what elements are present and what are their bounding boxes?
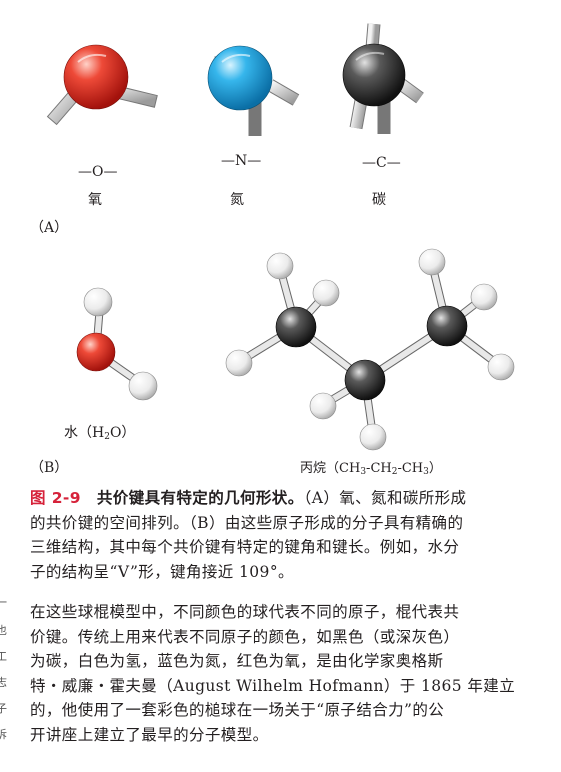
body-line: 在这些球棍模型中，不同颜色的球代表不同的原子，棍代表共 (30, 603, 460, 621)
water-formula-close: O） (109, 425, 136, 441)
propane-formula-part: -CH (366, 461, 392, 476)
nitrogen-name: 氮 (230, 192, 244, 208)
propane-formula-sub: 3 (423, 467, 429, 477)
propane-formula-part: -CH (397, 461, 424, 476)
margin-fragment: 子 (0, 702, 7, 715)
nitrogen-model (207, 45, 300, 136)
margin-fragment: 诉 (0, 728, 7, 741)
body-line: 为碳，白色为氢，蓝色为氮，红色为氧，是由化学家奥格斯 (30, 652, 444, 670)
margin-fragment: 一 (0, 596, 7, 609)
oxygen-model (46, 44, 158, 126)
nitrogen-bond-notation: —N— (221, 153, 262, 169)
carbon-model (342, 23, 424, 134)
caption-line: 三维结构，其中每个共价键有特定的键角和键长。例如，水分 (30, 538, 460, 556)
propane-label: 丙烷（CH3-CH2-CH3） (300, 460, 442, 481)
propane-formula-sub: 3 (360, 467, 367, 477)
body-paragraph: 在这些球棍模型中，不同颜色的球代表不同的原子，棍代表共 价键。传统上用来代表不同… (30, 600, 530, 747)
caption-line: 的共价键的空间排列。（B）由这些原子形成的分子具有精确的 (30, 513, 464, 532)
oxygen-name: 氧 (88, 192, 102, 208)
margin-fragment: 工 (0, 650, 7, 663)
propane-name: 丙烷 (300, 461, 327, 476)
propane-formula-part: （CH (326, 461, 361, 476)
caption-text: （A）氧、氮和碳所形成 (303, 489, 467, 507)
water-model (76, 287, 158, 401)
panel-a-label: （A） (30, 220, 69, 236)
body-line: 开讲座上建立了最早的分子模型。 (30, 725, 269, 744)
figure-caption: 图 2-9 共价键具有特定的几何形状。（A）氧、氮和碳所形成 的共价键的空间排列… (30, 486, 530, 584)
margin-fragment: 也 (0, 624, 7, 637)
caption-line: 图 2-9 共价键具有特定的几何形状。（A）氧、氮和碳所形成 (30, 486, 530, 511)
propane-formula-part: ） (428, 461, 442, 476)
carbon-name: 碳 (372, 192, 386, 208)
body-line: 特・威廉・霍夫曼（August Wilhelm Hofmann）于 1865 年… (30, 676, 516, 695)
figure-number: 图 2-9 (30, 489, 81, 507)
molecule-figure (46, 23, 515, 451)
water-name: 水 (64, 425, 78, 441)
caption-line: 子的结构呈“V”形，键角接近 109°。 (30, 562, 294, 581)
figure-title: 共价键具有特定的几何形状。 (96, 489, 304, 507)
oxygen-bond-notation: —O— (78, 164, 118, 180)
propane-formula-sub: 2 (391, 467, 398, 477)
panel-b-label: （B） (30, 460, 69, 476)
water-formula-sub: 2 (104, 432, 110, 442)
carbon-bond-notation: —C— (362, 155, 401, 171)
water-label: 水（H2O） (64, 424, 135, 446)
body-line: 的，他使用了一套彩色的槌球在一场关于“原子结合力”的公 (30, 701, 445, 719)
propane-model (225, 248, 515, 451)
margin-fragment: 志 (0, 676, 7, 689)
body-line: 价键。传统上用来代表不同原子的颜色，如黑色（或深灰色） (30, 627, 460, 646)
water-formula-open: （H (78, 425, 105, 441)
